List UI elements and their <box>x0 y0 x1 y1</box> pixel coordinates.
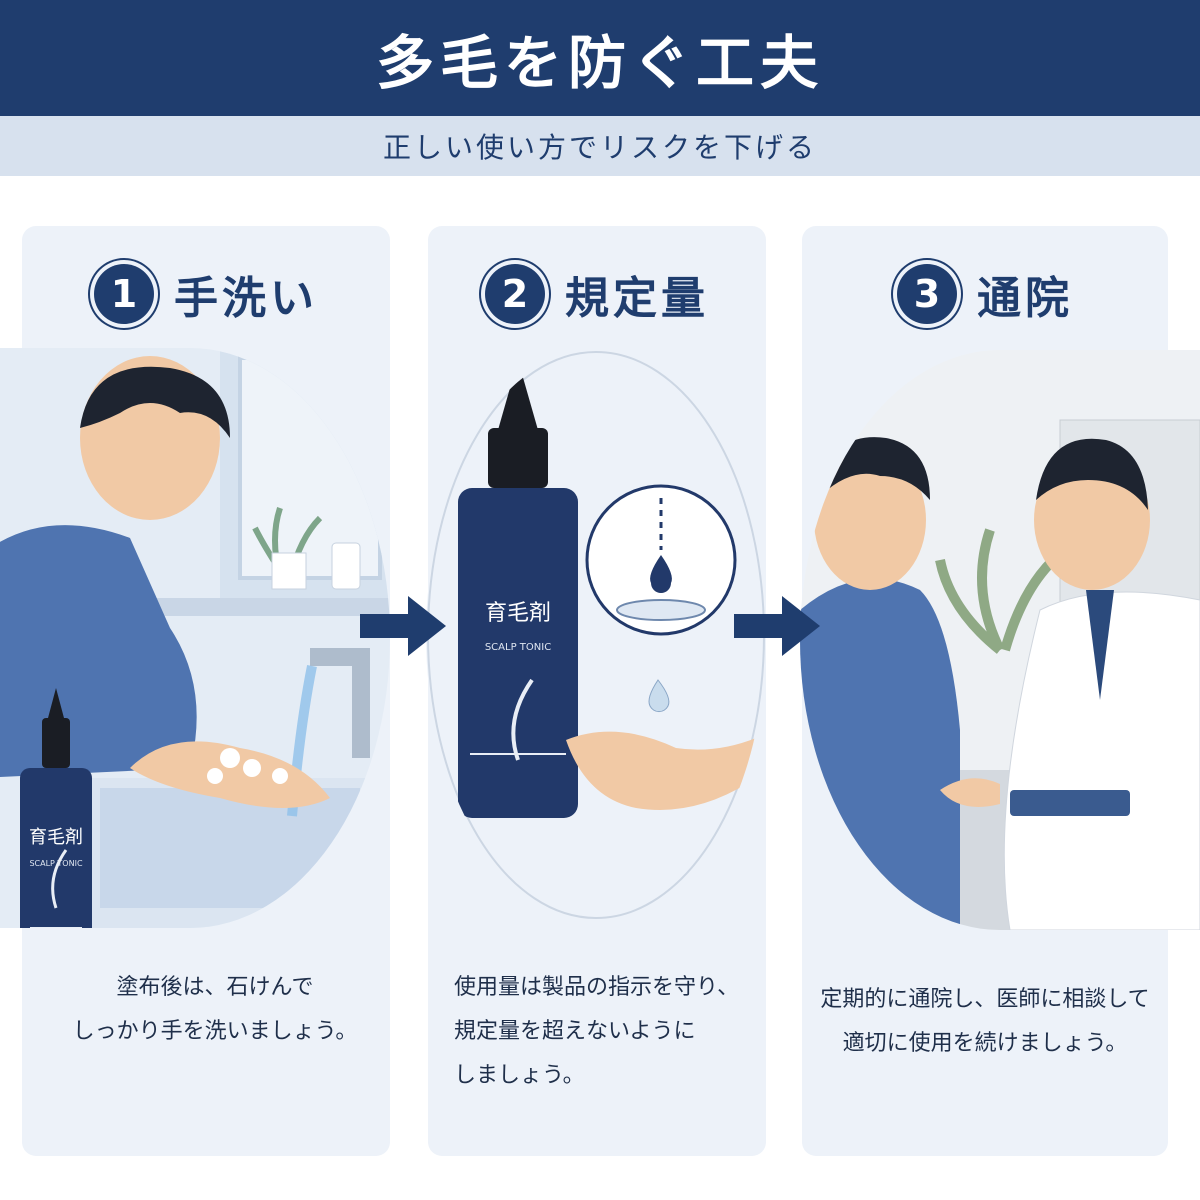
step-1-description: 塗布後は、石けんで しっかり手を洗いましょう。 <box>40 966 390 1054</box>
subheader-banner: 正しい使い方でリスクを下げる <box>0 116 1200 176</box>
bottle-sub-label-large: SCALP TONIC <box>485 642 551 653</box>
step-1-desc-line: 塗布後は、石けんで <box>116 975 314 1000</box>
step-3-desc-line: 定期的に通院し、医師に相談して <box>820 987 1150 1012</box>
bottle-sub-label: SCALP TONIC <box>29 859 82 868</box>
step-2-desc-line: しましょう。 <box>454 1063 585 1088</box>
step-3-number-badge: 3 <box>897 264 957 324</box>
step-3-desc-line: 適切に使用を続けましょう。 <box>842 1031 1128 1056</box>
dosage-illustration: 育毛剤 SCALP TONIC <box>426 350 766 920</box>
handwashing-illustration: 育毛剤 SCALP TONIC <box>0 348 390 928</box>
arrow-right-icon <box>360 596 446 656</box>
bottle-brand-label: 育毛剤 <box>29 827 83 848</box>
drop-in-dish-icon <box>585 484 737 636</box>
tonic-bottle-large: 育毛剤 SCALP TONIC <box>458 360 578 818</box>
page-title: 多毛を防ぐ工夫 <box>375 29 824 97</box>
page-subtitle: 正しい使い方でリスクを下げる <box>382 131 817 164</box>
step-2-description: 使用量は製品の指示を守り、 規定量を超えないように しましょう。 <box>430 966 770 1098</box>
tonic-bottle-small: 育毛剤 SCALP TONIC <box>20 688 92 928</box>
step-2-heading: 2 規定量 <box>428 262 766 326</box>
step-1-title: 手洗い <box>174 273 318 324</box>
step-2-desc-line: 使用量は製品の指示を守り、 <box>454 975 740 1000</box>
header-banner: 多毛を防ぐ工夫 <box>0 0 1200 116</box>
step-3-heading: 3 通院 <box>802 262 1168 326</box>
step-1-heading: 1 手洗い <box>22 262 390 326</box>
arrow-right-icon <box>734 596 820 656</box>
step-3-description: 定期的に通院し、医師に相談して 適切に使用を続けましょう。 <box>802 978 1168 1066</box>
clinic-visit-illustration <box>800 350 1200 930</box>
step-1-desc-line: しっかり手を洗いましょう。 <box>72 1019 358 1044</box>
step-2-number-badge: 2 <box>485 264 545 324</box>
step-1-number-badge: 1 <box>94 264 154 324</box>
step-2-title: 規定量 <box>565 273 709 324</box>
step-2-desc-line: 規定量を超えないように <box>454 1019 696 1044</box>
bottle-brand-label-large: 育毛剤 <box>485 601 551 626</box>
step-3-title: 通院 <box>977 273 1073 324</box>
